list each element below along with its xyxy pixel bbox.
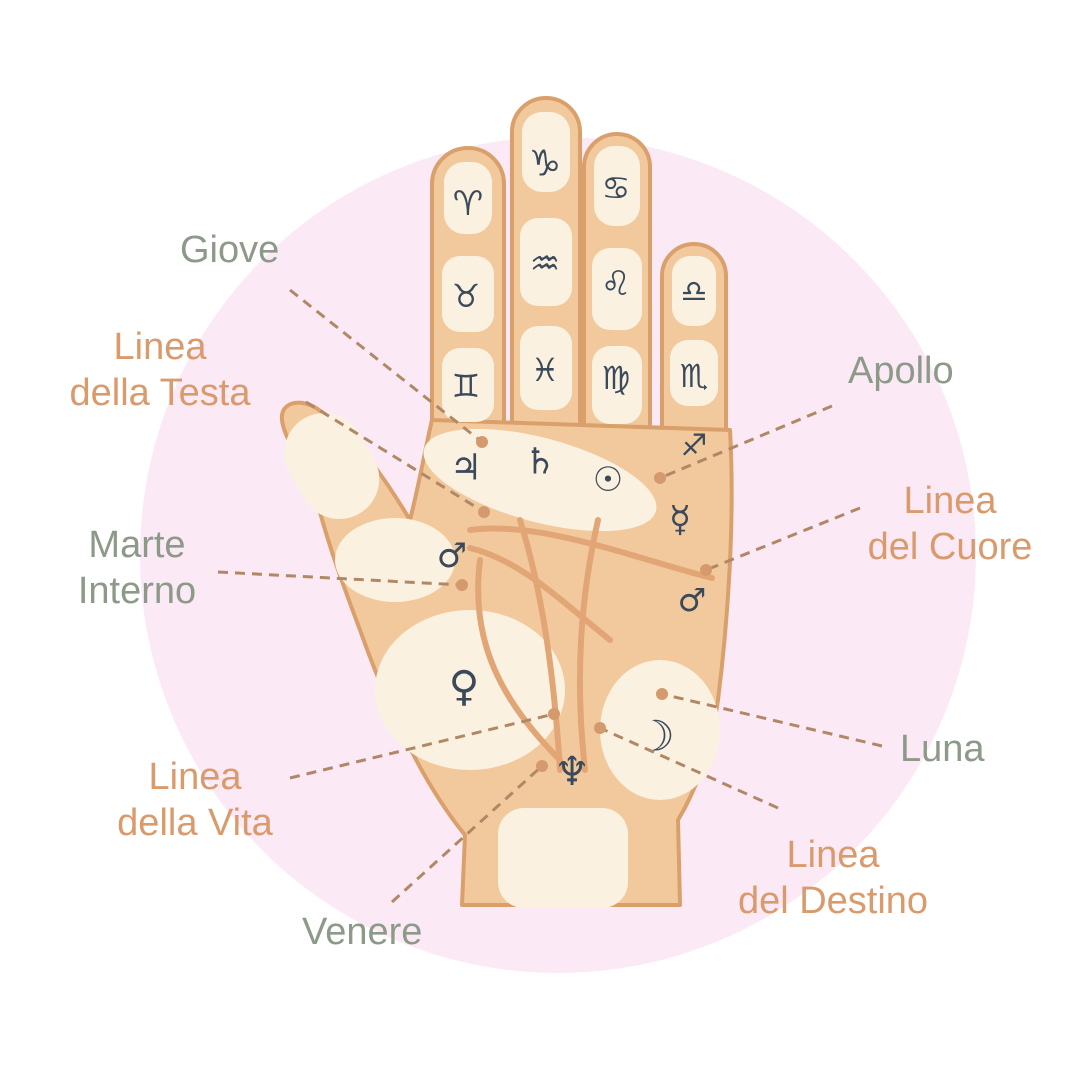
label-apollo: Apollo bbox=[848, 350, 954, 392]
jupiter-icon: ♃ bbox=[450, 448, 482, 489]
neptune-icon: ♆ bbox=[554, 749, 590, 795]
scorpio-icon: ♏ bbox=[680, 357, 709, 395]
leo-icon: ♌ bbox=[601, 264, 631, 304]
gemini-icon: ♊ bbox=[452, 367, 481, 405]
label-linea-del-cuore: Linea del Cuore bbox=[867, 480, 1033, 568]
cancer-icon: ♋ bbox=[602, 169, 631, 207]
hand bbox=[279, 96, 734, 908]
finger-pads bbox=[284, 112, 720, 908]
libra-icon: ♎ bbox=[681, 275, 708, 310]
aries-icon: ♈ bbox=[453, 184, 483, 224]
mercury-icon: ☿ bbox=[669, 500, 691, 541]
leader-lines bbox=[217, 288, 883, 904]
virgo-icon: ♍ bbox=[602, 359, 631, 397]
leader-dots bbox=[456, 436, 712, 772]
aquarius-icon: ♒ bbox=[530, 244, 560, 284]
symbols: ♈ ♉ ♊ ♑ ♒ ♓ ♋ ♌ ♍ ♎ ♏ ♐ ♃ ♄ ☉ ☿ ♂ ♂ ♀ ☽ … bbox=[437, 144, 709, 796]
venus-icon: ♀ bbox=[449, 662, 480, 711]
pisces-icon: ♓ bbox=[531, 351, 560, 389]
label-venere: Venere bbox=[302, 911, 423, 953]
saturn-icon: ♄ bbox=[524, 442, 556, 483]
palm-lines bbox=[467, 517, 715, 773]
label-giove: Giove bbox=[180, 229, 280, 271]
sagittarius-icon: ♐ bbox=[681, 429, 708, 464]
mars-inner-icon: ♂ bbox=[437, 536, 467, 576]
label-linea-della-vita: Linea della Vita bbox=[117, 756, 273, 844]
label-luna: Luna bbox=[900, 728, 985, 770]
label-marte-interno: Marte Interno bbox=[77, 524, 197, 612]
moon-icon: ☽ bbox=[637, 712, 675, 761]
label-linea-della-testa: Linea della Testa bbox=[69, 326, 251, 414]
taurus-icon: ♉ bbox=[452, 277, 481, 315]
mars-outer-icon: ♂ bbox=[678, 581, 707, 619]
sun-icon: ☉ bbox=[593, 460, 623, 500]
label-linea-del-destino: Linea del Destino bbox=[737, 834, 929, 922]
capricorn-icon: ♑ bbox=[529, 144, 561, 185]
